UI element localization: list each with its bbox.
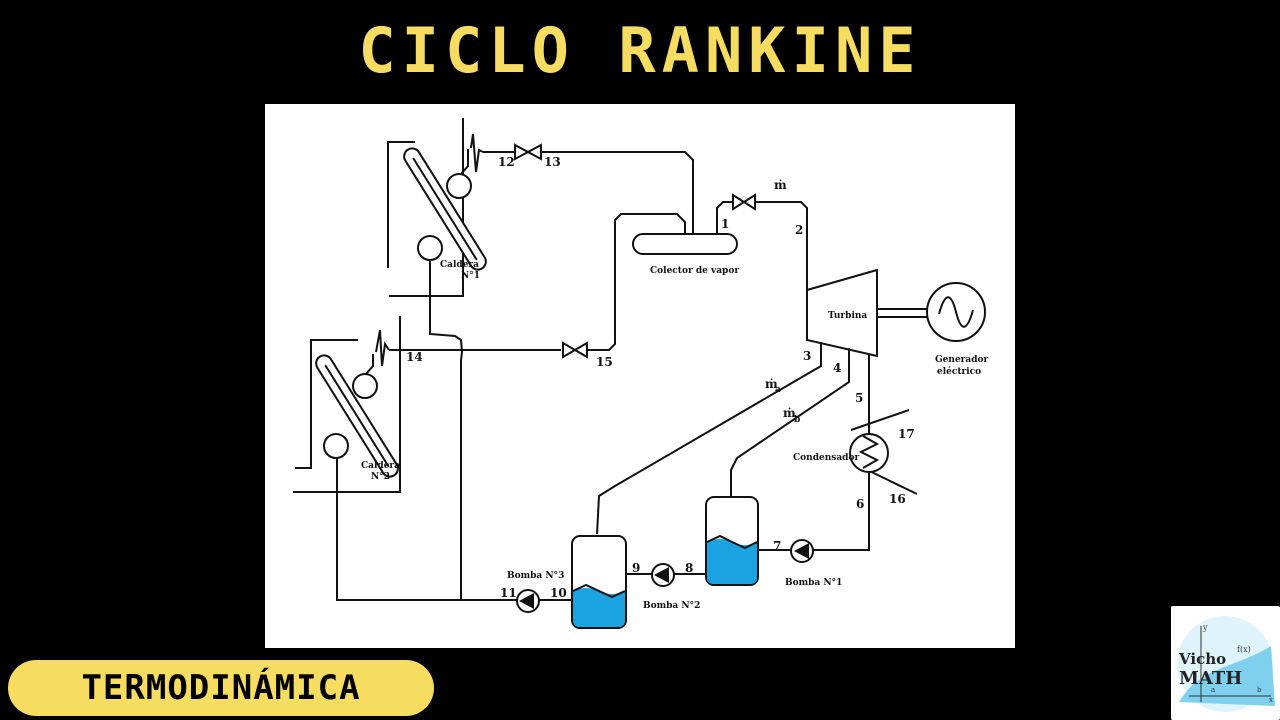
caldera2-number: N°2 (371, 472, 390, 482)
pump-3 (516, 589, 540, 613)
point-11: 11 (500, 586, 517, 600)
logo-y-axis: y (1202, 623, 1208, 632)
flow-m: ṁ (774, 178, 787, 192)
flow-ma-sub: a (775, 385, 781, 395)
steam-collector (632, 233, 738, 255)
subject-badge: TERMODINÁMICA (8, 660, 434, 716)
vichomath-logo: y x f(x) Vicho MATH a b (1171, 606, 1280, 720)
logo-formula: f(x) (1237, 645, 1251, 654)
valve-13 (514, 143, 542, 161)
tank-b (705, 496, 759, 586)
page-title: CICLO RANKINE (358, 14, 922, 87)
bomba1-label: Bomba N°1 (785, 578, 842, 588)
boiler-2 (293, 316, 401, 493)
pipe-1 (716, 201, 733, 234)
flow-mb: ṁ (783, 406, 796, 420)
pump-2 (651, 563, 675, 587)
pipe-6 (813, 472, 870, 551)
caldera1-number: N°1 (461, 271, 480, 281)
colector-label: Colector de vapor (650, 266, 739, 276)
point-2: 2 (795, 223, 803, 237)
point-1: 1 (721, 217, 729, 231)
caldera2-label: Caldera (361, 461, 400, 471)
point-17: 17 (898, 427, 915, 441)
tank-a (571, 535, 627, 629)
point-4: 4 (833, 361, 841, 375)
point-15: 15 (596, 355, 613, 369)
logo-x-axis: x (1269, 696, 1273, 704)
bomba2-label: Bomba N°2 (643, 601, 700, 611)
pump-1 (790, 539, 814, 563)
rankine-diagram: Caldera N°1 Caldera N°2 Colector de vapo… (265, 104, 1015, 648)
logo-a: a (1211, 686, 1215, 694)
turbine (806, 268, 878, 358)
pipe-15 (587, 213, 686, 351)
point-13: 13 (544, 155, 561, 169)
generador-label: Generador (935, 355, 989, 365)
pipe-13 (541, 151, 694, 240)
pipe-3 (596, 342, 822, 535)
logo-line1: Vicho (1178, 650, 1226, 668)
point-16: 16 (889, 492, 906, 506)
generador-sublabel: eléctrico (937, 366, 981, 377)
condensador-label: Condensador (793, 453, 859, 463)
diagram-svg: Caldera N°1 Caldera N°2 Colector de vapo… (293, 118, 989, 629)
pipe-4 (730, 348, 850, 498)
point-10: 10 (550, 586, 567, 600)
point-7: 7 (773, 539, 781, 553)
point-6: 6 (856, 497, 864, 511)
valve-15 (562, 341, 588, 359)
boiler-1 (387, 118, 487, 361)
point-3: 3 (803, 349, 811, 363)
flow-ma: ṁ (765, 377, 778, 391)
point-12: 12 (498, 155, 515, 169)
logo-line2: MATH (1179, 668, 1242, 689)
valve-1 (732, 193, 756, 211)
cooling-in (850, 409, 910, 431)
caldera1-label: Caldera (440, 260, 479, 270)
point-8: 8 (685, 561, 693, 575)
pipe-10-11 (336, 458, 572, 601)
point-9: 9 (632, 561, 640, 575)
turbina-label: Turbina (828, 311, 867, 321)
point-14: 14 (406, 350, 423, 364)
bomba3-label: Bomba N°3 (507, 571, 564, 581)
flow-mb-sub: b (794, 415, 800, 425)
logo-b: b (1257, 686, 1262, 694)
point-5: 5 (855, 391, 863, 405)
pipe-2 (755, 201, 808, 290)
